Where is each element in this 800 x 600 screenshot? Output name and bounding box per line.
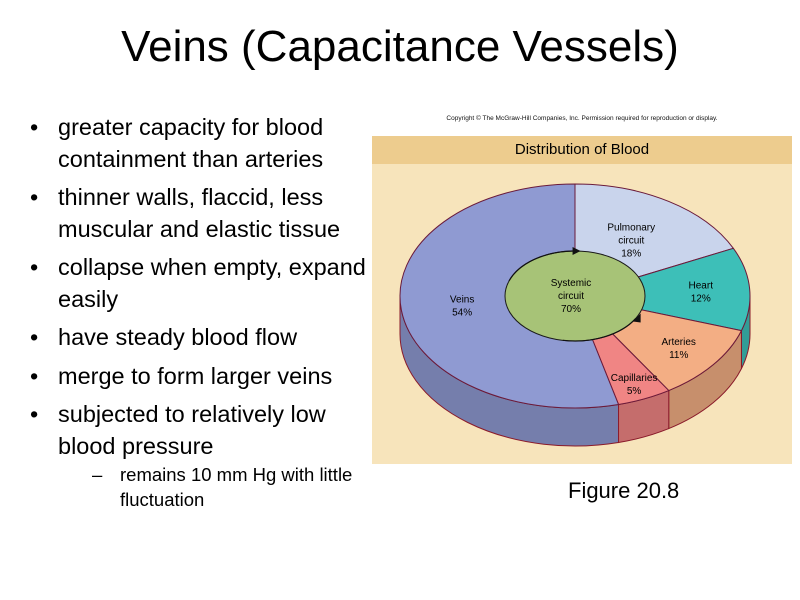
bullet-text: merge to form larger veins — [58, 362, 333, 389]
sub-bullet-list: –remains 10 mm Hg with little fluctuatio… — [58, 462, 370, 512]
bullet-marker: • — [30, 362, 39, 389]
bullet-marker: • — [30, 324, 39, 350]
bullet-text: greater capacity for blood containment t… — [58, 114, 324, 172]
bullet-list: • greater capacity for blood containment … — [30, 112, 370, 519]
bullet-item: • subjected to relatively low blood press… — [30, 399, 370, 512]
pie-slice-heart — [574, 247, 751, 332]
bullet-text: have steady blood flow — [58, 324, 298, 350]
systemic-arrowhead-top — [572, 247, 581, 256]
bullet-text: subjected to relatively low blood pressu… — [58, 401, 326, 459]
figure-label: Figure 20.8 — [568, 478, 680, 503]
bullet-item: • thinner walls, flaccid, less muscular a… — [30, 182, 370, 245]
sub-bullet-text: remains 10 mm Hg with little fluctuation — [120, 464, 353, 510]
dash-marker: – — [92, 464, 103, 485]
bullet-marker: • — [30, 184, 39, 210]
chart-title: Distribution of Blood — [372, 136, 792, 164]
bullet-marker: • — [30, 401, 39, 427]
bullet-item: • have steady blood flow — [30, 322, 370, 354]
bullet-text: thinner walls, flaccid, less muscular an… — [58, 184, 341, 242]
systemic-arrowhead-bottom — [632, 313, 641, 323]
copyright-notice: Copyright © The McGraw-Hill Companies, I… — [446, 115, 718, 122]
systemic-arrow-bottom — [562, 318, 637, 342]
bullet-item: • greater capacity for blood containment … — [30, 112, 370, 175]
bullet-marker: • — [30, 254, 39, 280]
sub-bullet-item: –remains 10 mm Hg with little fluctuatio… — [58, 462, 370, 512]
systemic-arrow-top — [508, 250, 573, 281]
bullet-item: • collapse when empty, expand easily — [30, 252, 370, 315]
bullet-text: collapse when empty, expand easily — [58, 254, 366, 312]
slide-title: Veins (Capacitance Vessels) — [121, 22, 679, 71]
bullet-item: • merge to form larger veins — [30, 361, 370, 393]
bullet-marker: • — [30, 114, 39, 140]
